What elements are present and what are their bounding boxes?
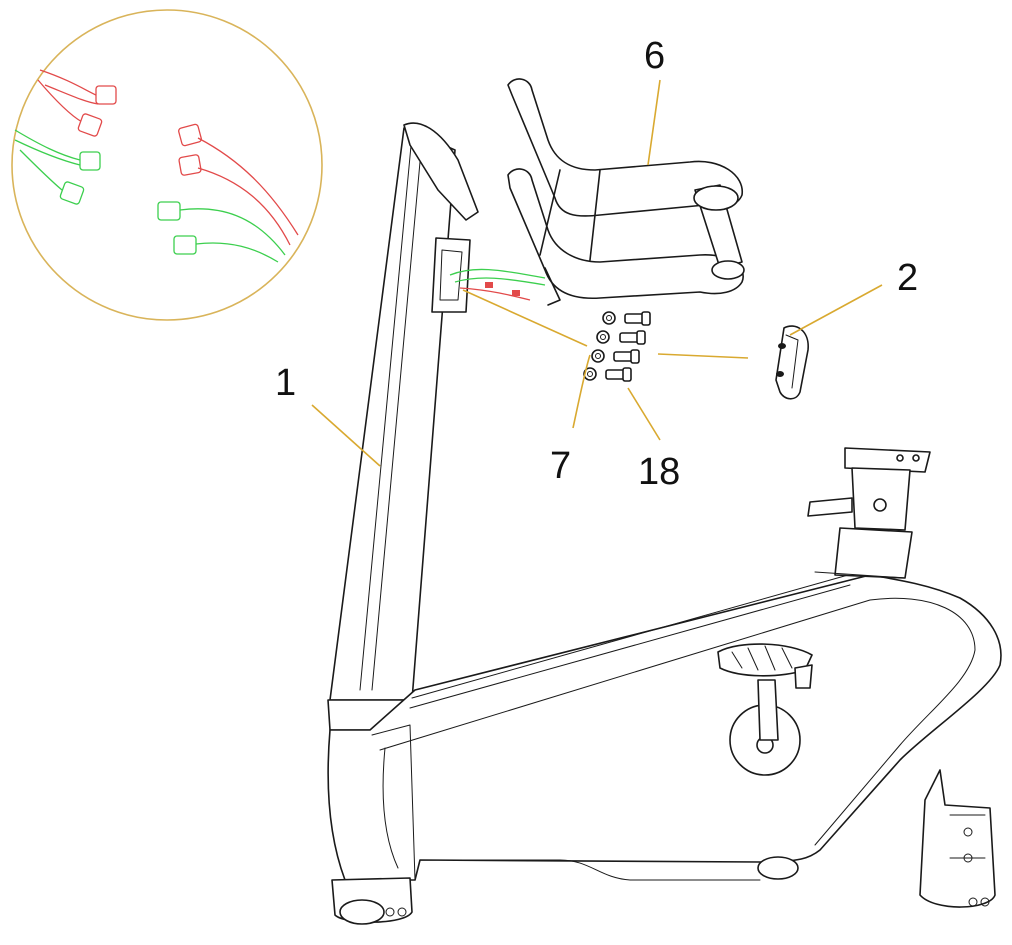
part-label-6: 6: [644, 35, 665, 77]
leader-part-18: [627, 387, 661, 441]
part-label-7: 7: [550, 445, 571, 487]
leader-wire-to-bolts: [462, 289, 588, 347]
part-label-2: 2: [897, 257, 918, 299]
leader-part-7: [572, 354, 591, 429]
leader-part-6: [647, 79, 661, 166]
detail-red-wires-right: [178, 123, 299, 246]
leader-part-2: [789, 284, 883, 336]
washer-3: [591, 349, 605, 363]
console-wire-harness: [449, 268, 546, 301]
leader-cover-bolts: [657, 353, 749, 359]
detail-red-wires-left: [37, 69, 117, 137]
part-label-18: 18: [638, 451, 680, 493]
console-mast-part-1: [327, 122, 479, 731]
part-labels: 1 2 6 7 18: [275, 35, 918, 493]
bolt-1: [624, 311, 651, 326]
connector-detail-callout: [11, 9, 323, 321]
detail-circle: [11, 9, 323, 321]
leader-part-1: [311, 404, 381, 467]
bolt-washer-set: [583, 311, 651, 382]
washer-2: [596, 330, 610, 344]
bolt-4: [605, 367, 632, 382]
detail-green-wires-left: [14, 129, 101, 205]
main-frame: [327, 574, 1002, 925]
console-cover-part-2: [775, 325, 809, 400]
seat-post: [807, 447, 931, 579]
detail-green-wires-right: [157, 201, 286, 263]
washer-4: [583, 367, 597, 381]
washer-1: [602, 311, 616, 325]
bolt-3: [613, 349, 640, 364]
handlebar-part-6: [507, 78, 745, 306]
leader-lines: [311, 79, 883, 467]
bolt-2: [619, 330, 646, 345]
part-label-1: 1: [275, 362, 296, 404]
crank-and-pedal: [717, 643, 813, 776]
